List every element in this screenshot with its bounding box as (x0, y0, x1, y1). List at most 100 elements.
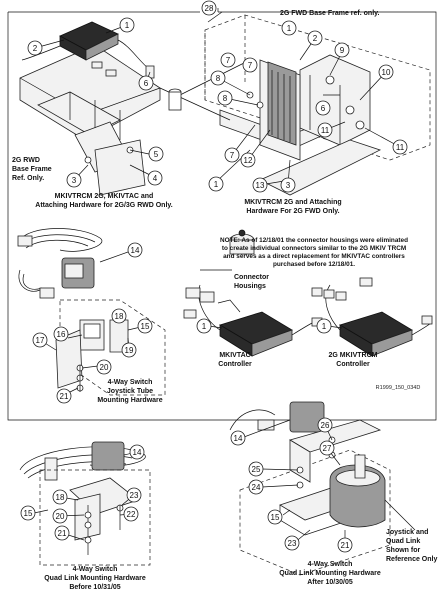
svg-text:Mounting Hardware: Mounting Hardware (97, 397, 162, 404)
svg-text:21: 21 (341, 541, 350, 550)
callout-1-c: 1 (208, 176, 224, 192)
svg-text:15: 15 (141, 322, 150, 331)
callout-20-a: 20 (96, 359, 112, 375)
svg-text:7: 7 (230, 151, 235, 160)
svg-text:Shown for: Shown for (386, 547, 420, 554)
callout-9: 9 (334, 42, 350, 58)
svg-text:MKIVTRCM 2G, MKIVTAC and: MKIVTRCM 2G, MKIVTAC and (55, 193, 154, 200)
svg-text:16: 16 (57, 330, 66, 339)
mkivtac-illustration (183, 284, 323, 357)
quad-before-illustration (19, 441, 151, 566)
callout-24: 24 (248, 479, 264, 495)
svg-text:14: 14 (131, 246, 140, 255)
svg-text:Reference Only: Reference Only (386, 556, 437, 563)
svg-text:Controller: Controller (218, 361, 252, 368)
callout-26: 26 (317, 417, 333, 433)
svg-text:Joystick and: Joystick and (386, 529, 428, 536)
svg-text:Quad Link Mounting Hardware: Quad Link Mounting Hardware (44, 575, 146, 582)
fwd-assembly-caption: MKIVTRCM 2G and Attaching Hardware For 2… (244, 199, 341, 215)
svg-text:4: 4 (153, 174, 158, 183)
callout-1-a: 1 (119, 17, 135, 33)
note-text: NOTE: As of 12/18/01 the connector housi… (220, 237, 408, 268)
svg-text:4-Way Switch: 4-Way Switch (73, 566, 118, 573)
svg-text:NOTE: As of 12/18/01 the conn: NOTE: As of 12/18/01 the connector housi… (220, 237, 408, 244)
callout-8-a: 8 (210, 70, 226, 86)
svg-text:2: 2 (313, 34, 318, 43)
callout-27: 27 (319, 440, 335, 456)
drawing-id: R1999_150_034D (376, 385, 421, 391)
svg-text:20: 20 (100, 363, 109, 372)
callout-18: 18 (111, 308, 127, 324)
svg-text:23: 23 (288, 539, 297, 548)
svg-text:1: 1 (125, 21, 130, 30)
svg-text:1: 1 (322, 322, 327, 331)
svg-text:Hardware For 2G FWD Only.: Hardware For 2G FWD Only. (246, 208, 339, 215)
callout-1-e: 1 (316, 318, 332, 334)
callout-7-c: 7 (224, 147, 240, 163)
tube-switch-caption: 4-Way Switch Joystick Tube Mounting Hard… (97, 379, 162, 404)
svg-text:2G RWD: 2G RWD (12, 157, 40, 164)
callout-4-a: 4 (147, 170, 163, 186)
svg-text:6: 6 (321, 104, 326, 113)
svg-text:to create individual connector: to create individual connectors similar … (222, 245, 406, 252)
rwd-base-frame-caption: 2G RWD Base Frame Ref. Only. (12, 157, 52, 182)
callout-20-b: 20 (52, 508, 68, 524)
svg-text:1: 1 (287, 24, 292, 33)
quad-before-caption: 4-Way Switch Quad Link Mounting Hardware… (44, 566, 146, 591)
mkivtac-label: MKIVTAC Controller (218, 352, 252, 368)
svg-text:7: 7 (226, 56, 231, 65)
svg-text:8: 8 (216, 74, 221, 83)
callout-13: 13 (252, 177, 268, 193)
callout-23-b: 23 (284, 535, 300, 551)
svg-text:Controller: Controller (336, 361, 370, 368)
svg-text:8: 8 (223, 94, 228, 103)
callout-21-b: 21 (54, 525, 70, 541)
callout-6-b: 6 (315, 100, 331, 116)
svg-text:21: 21 (58, 529, 67, 538)
callout-7-b: 7 (242, 57, 258, 73)
callout-14-c: 14 (230, 430, 246, 446)
callout-7-a: 7 (220, 52, 236, 68)
rwd-frame-illustration (19, 44, 161, 196)
svg-text:purchased before 12/18/01.: purchased before 12/18/01. (273, 261, 355, 268)
callout-28: 28 (201, 0, 217, 16)
quad-after-illustration (229, 401, 416, 576)
callout-25: 25 (248, 461, 264, 477)
svg-text:7: 7 (248, 61, 253, 70)
svg-text:Attaching Hardware for 2G/3G R: Attaching Hardware for 2G/3G RWD Only. (35, 202, 172, 209)
svg-text:Joystick Tube: Joystick Tube (107, 388, 153, 395)
svg-text:21: 21 (60, 392, 69, 401)
callout-19: 19 (121, 342, 137, 358)
svg-text:14: 14 (133, 448, 142, 457)
callout-15-c: 15 (267, 509, 283, 525)
callout-15-a: 15 (137, 318, 153, 334)
svg-text:10: 10 (382, 68, 391, 77)
callout-21-c: 21 (337, 537, 353, 553)
svg-text:3: 3 (72, 176, 77, 185)
svg-text:28: 28 (205, 4, 214, 13)
callout-11-b: 11 (392, 139, 408, 155)
quad-after-caption: 4-Way Switch Quad Link Mounting Hardware… (279, 561, 381, 586)
callout-5-a: 5 (148, 146, 164, 162)
callout-17: 17 (32, 332, 48, 348)
svg-text:3: 3 (286, 181, 291, 190)
svg-text:18: 18 (115, 312, 124, 321)
callout-11-a: 11 (317, 122, 333, 138)
svg-text:MKIVTAC: MKIVTAC (219, 352, 250, 359)
callout-2-a: 2 (27, 40, 43, 56)
svg-text:18: 18 (56, 493, 65, 502)
callout-18-b: 18 (52, 489, 68, 505)
svg-text:13: 13 (256, 181, 265, 190)
callout-23-a: 23 (126, 487, 142, 503)
callout-10: 10 (378, 64, 394, 80)
callout-2-b: 2 (307, 30, 323, 46)
svg-text:and serves as a direct replace: and serves as a direct replacement for M… (223, 253, 405, 260)
svg-text:23: 23 (130, 491, 139, 500)
callout-12: 12 (240, 152, 256, 168)
svg-text:Housings: Housings (234, 283, 266, 290)
svg-text:12: 12 (244, 156, 253, 165)
callout-6-a: 6 (138, 75, 154, 91)
svg-text:11: 11 (321, 126, 330, 135)
callout-3-b: 3 (280, 177, 296, 193)
